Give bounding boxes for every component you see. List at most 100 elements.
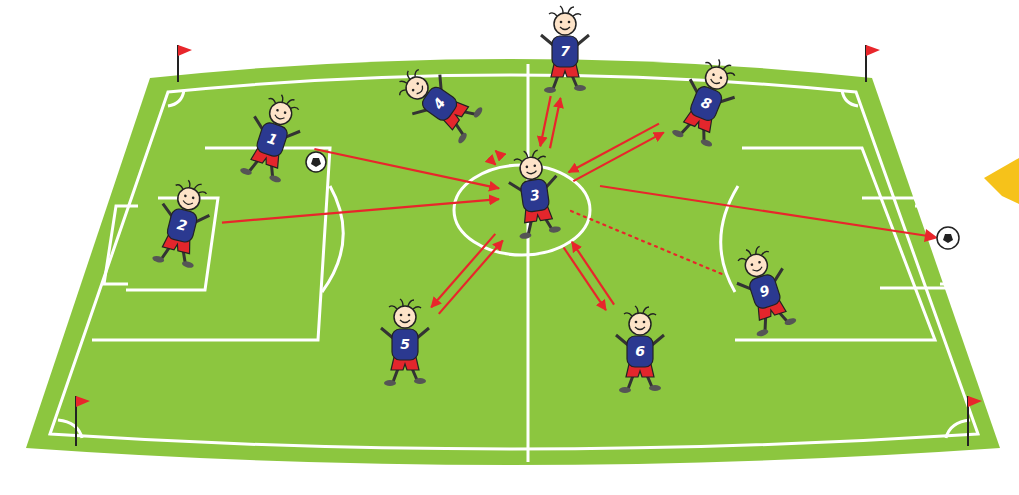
shirt-number: 6 (610, 343, 670, 359)
player-hair (705, 55, 738, 76)
player-mouth (400, 320, 410, 323)
pass-arrow (573, 132, 663, 181)
player-hair (393, 65, 420, 97)
player-foot (549, 226, 562, 234)
player-eye (416, 82, 420, 86)
ball-patch (943, 234, 953, 243)
pass-arrow (496, 151, 503, 158)
player-foot (544, 87, 556, 93)
player-foot (239, 167, 252, 176)
player-figure: 5 (375, 300, 435, 390)
player-foot (472, 106, 484, 119)
centre-circle (454, 165, 590, 255)
ball-body (306, 152, 326, 172)
penalty-arc (721, 186, 738, 292)
pitch-lines (50, 64, 978, 462)
player-hair (389, 299, 421, 309)
player-foot (619, 387, 631, 393)
player-foot (414, 378, 426, 384)
player-eye (568, 21, 571, 24)
player-figure: 4 (386, 54, 494, 155)
arrow-head (924, 229, 938, 242)
player-eye (560, 21, 563, 24)
player-hair (268, 91, 302, 110)
pass-arrow (571, 211, 723, 274)
player-mouth (183, 201, 193, 206)
player-mouth (753, 267, 763, 272)
corner-arc (168, 90, 184, 106)
player-eye (643, 321, 646, 324)
ball-patch (311, 158, 321, 167)
player-head (742, 252, 770, 280)
player-figure: 3 (499, 147, 571, 244)
player-hair (736, 243, 770, 262)
player-eye (719, 76, 722, 79)
corner-arc (946, 420, 970, 438)
touch-line (50, 75, 978, 449)
player-eye (635, 321, 638, 324)
pass-arrow (569, 124, 659, 173)
goal (915, 206, 962, 284)
halfway-line (527, 64, 530, 462)
player-head (402, 73, 433, 104)
flag (76, 396, 90, 407)
ball-body (937, 227, 959, 249)
player-eye (184, 194, 187, 197)
player-foot (152, 255, 165, 264)
player-head (702, 64, 731, 93)
player-head (554, 13, 576, 35)
player-hair (549, 6, 581, 16)
player-head (629, 313, 651, 335)
player-foot (649, 385, 661, 391)
player-foot (269, 174, 282, 183)
player-figure: 7 (535, 7, 595, 97)
player-eye (192, 196, 195, 199)
pass-arrow (439, 241, 503, 314)
speech-pointer (984, 158, 1019, 204)
player-mouth (560, 27, 570, 30)
corner-flags (76, 45, 982, 446)
player-foot (784, 317, 797, 326)
player-mouth (274, 115, 284, 120)
player-foot (519, 232, 532, 240)
player-foot (671, 129, 684, 139)
player-foot (181, 260, 194, 269)
pitch-grass (26, 59, 1000, 465)
penalty-area (92, 148, 330, 340)
pass-arrow (489, 158, 496, 165)
player-eye (525, 165, 528, 168)
player-figure: 2 (142, 175, 222, 277)
player-eye (758, 261, 761, 264)
player-hair (175, 177, 208, 194)
pass-arrow (314, 149, 499, 188)
player-head (175, 185, 202, 212)
player-foot (756, 328, 769, 337)
player-foot (384, 380, 396, 386)
player-head (394, 306, 416, 328)
player-mouth (710, 79, 720, 85)
pass-arrow (540, 96, 550, 146)
flag (866, 45, 880, 56)
player-figure: 9 (723, 240, 808, 344)
player-figure: 6 (610, 307, 670, 397)
pass-arrow (550, 98, 561, 148)
player-eye (276, 109, 279, 112)
player-hair (624, 306, 656, 316)
player-eye (533, 164, 536, 167)
player-mouth (635, 327, 645, 330)
player-foot (574, 85, 586, 91)
pass-arrow (564, 248, 606, 311)
player-foot (700, 138, 713, 148)
player-head (519, 156, 544, 181)
penalty-arc (322, 186, 343, 292)
ball (306, 152, 326, 172)
player-foot (457, 131, 469, 144)
player-figure: 1 (230, 88, 315, 192)
penalty-area (735, 148, 935, 340)
corner-arc (58, 420, 82, 438)
player-eye (283, 111, 286, 114)
